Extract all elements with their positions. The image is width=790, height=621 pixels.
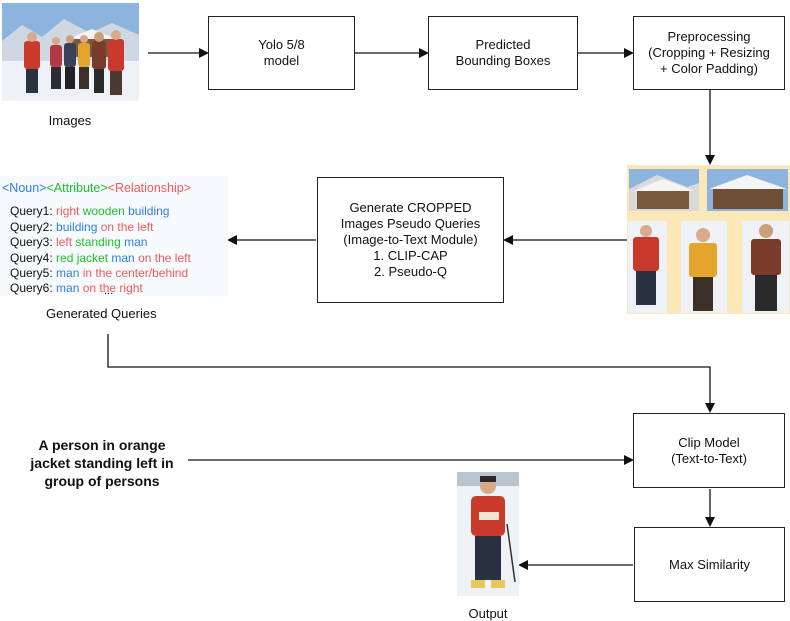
- query-row: Query1: right wooden building: [10, 204, 228, 219]
- query-row: Query6: man on the right: [10, 281, 228, 296]
- output-person-crop: [457, 472, 519, 596]
- query-segment: left: [56, 235, 76, 250]
- generated-queries-panel: <Noun><Attribute><Relationship> Query1: …: [0, 176, 228, 297]
- preprocessing-box: Preprocessing (Cropping + Resizing + Col…: [633, 16, 785, 90]
- images-caption: Images: [48, 113, 92, 128]
- legend-item: <Attribute>: [46, 181, 108, 195]
- queries-legend: <Noun><Attribute><Relationship>: [0, 176, 228, 196]
- query-segment: standing: [75, 235, 125, 250]
- query-segment: Query4:: [10, 250, 57, 265]
- max-similarity-box: Max Similarity: [634, 527, 785, 602]
- query-segment: man: [111, 250, 139, 265]
- query-segment: Query2:: [10, 219, 57, 234]
- cropped-images-collage: [627, 165, 790, 314]
- clip-model-box: Clip Model (Text-to-Text): [633, 413, 785, 488]
- yolo-model-box: Yolo 5/8 model: [208, 16, 355, 90]
- query-segment: Query3:: [10, 235, 57, 250]
- input-group-photo: [2, 3, 139, 101]
- query-segment: man: [124, 235, 148, 250]
- query-segment: man: [56, 281, 83, 296]
- query-segment: Query5:: [10, 266, 57, 281]
- queries-ellipsis: ...: [104, 285, 114, 297]
- query-segment: man: [56, 266, 83, 281]
- arrow-queries-to-clip: [107, 334, 715, 413]
- query-row: Query4: red jacket man on the left: [10, 251, 228, 266]
- query-segment: building: [128, 204, 170, 219]
- query-row: Query5: man in the center/behind: [10, 266, 228, 281]
- query-segment: in the center/behind: [82, 266, 189, 281]
- query-row: Query2: building on the left: [10, 220, 228, 235]
- query-segment: building: [56, 219, 101, 234]
- query-segment: right: [56, 204, 83, 219]
- query-segment: on the right: [82, 281, 143, 296]
- query-segment: red jacket: [56, 250, 112, 265]
- generate-pseudo-queries-box: Generate CROPPED Images Pseudo Queries (…: [317, 177, 504, 303]
- input-text-query: A person in orange jacket standing left …: [30, 437, 174, 489]
- output-caption: Output: [468, 606, 508, 621]
- legend-item: <Noun>: [2, 181, 47, 195]
- predicted-bounding-boxes-box: Predicted Bounding Boxes: [428, 16, 578, 90]
- query-segment: on the left: [138, 250, 191, 265]
- query-segment: wooden: [82, 204, 129, 219]
- query-row: Query3: left standing man: [10, 235, 228, 250]
- query-segment: Query6:: [10, 281, 57, 296]
- legend-item: <Relationship>: [107, 181, 192, 195]
- generated-queries-caption: Generated Queries: [46, 306, 157, 321]
- query-segment: Query1:: [10, 204, 57, 219]
- query-segment: on the left: [100, 219, 154, 234]
